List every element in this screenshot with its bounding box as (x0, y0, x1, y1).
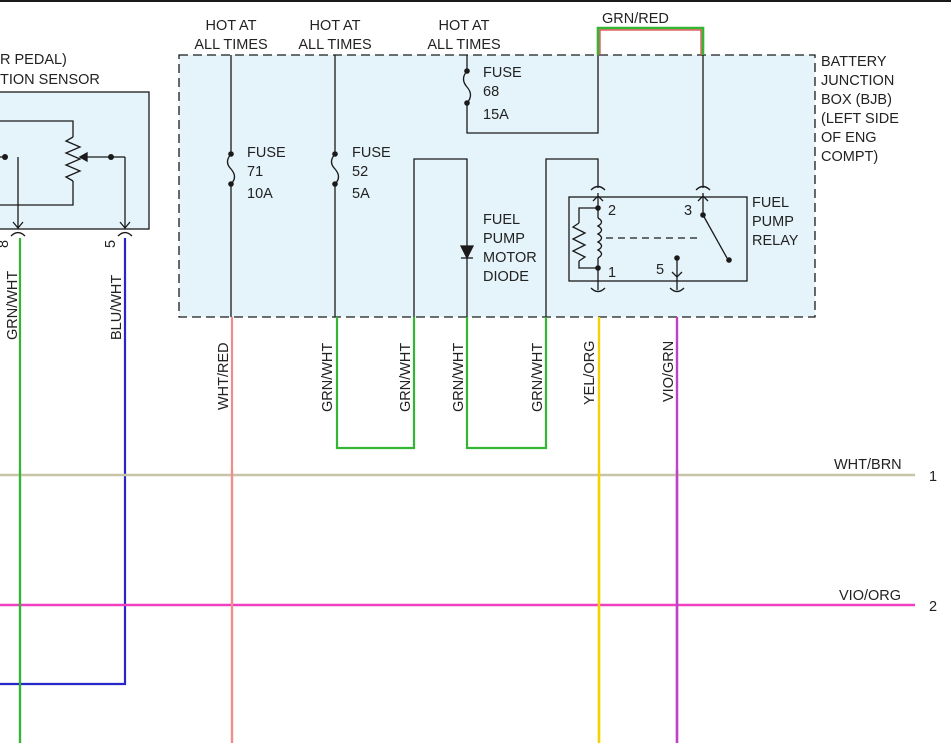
wire-label-loop1-a: GRN/WHT (320, 343, 336, 412)
hot-label-2-line2: ALL TIMES (298, 37, 371, 53)
relay-internals (571, 193, 728, 290)
wire-loop-1 (335, 317, 416, 450)
fuse-68-node-bottom (464, 100, 470, 106)
relay-pin1-label: 1 (608, 265, 616, 281)
wire-grn-red-green (596, 26, 705, 55)
sensor-title-line2: TION SENSOR (0, 72, 100, 88)
relay-connector-top-left (590, 185, 606, 191)
position-sensor-box (0, 91, 150, 230)
relay-node-pin1 (595, 265, 601, 271)
fuse-71-label: FUSE (247, 145, 286, 161)
bjb-label-line1: BATTERY (821, 54, 887, 70)
sensor-pin-left: 8 (0, 240, 12, 248)
relay-connector-bottom-right (669, 287, 685, 293)
bjb-label-line3: BOX (BJB) (821, 92, 892, 108)
bus-1-label: WHT/BRN (834, 457, 902, 473)
fuse-52-label: FUSE (352, 145, 391, 161)
wire-label-loop2-a: GRN/WHT (451, 343, 467, 412)
relay-pin3-label: 3 (684, 203, 692, 219)
wire-label-sensor-left: GRN/WHT (5, 271, 21, 340)
diode-label-line3: MOTOR (483, 250, 537, 266)
fuse-71-number: 71 (247, 164, 263, 180)
hot-label-1-line2: ALL TIMES (194, 37, 267, 53)
wire-loop-2 (465, 317, 548, 450)
relay-label-line3: RELAY (752, 233, 799, 249)
fuse-71-circuit (226, 55, 236, 317)
diode-label-line1: FUEL (483, 212, 520, 228)
wire-sensor-right (0, 238, 127, 686)
hot-label-1-line1: HOT AT (205, 18, 256, 34)
relay-connector-top-right (695, 185, 711, 191)
sensor-title-line1: R PEDAL) (0, 52, 67, 68)
sensor-node-right (108, 154, 114, 160)
bjb-label-line5: OF ENG (821, 130, 877, 146)
relay-label-line2: PUMP (752, 214, 794, 230)
wire-label-relay-pin1: YEL/ORG (582, 341, 598, 405)
fuse-71-node-bottom (228, 181, 234, 187)
bus-1-number: 1 (929, 469, 937, 485)
wire-grn-red-red (599, 29, 702, 55)
bjb-label-line6: COMPT) (821, 149, 878, 165)
relay-label-line1: FUEL (752, 195, 789, 211)
bjb-label-line4: (LEFT SIDE (821, 111, 899, 127)
wire-label-relay-pin5: VIO/GRN (661, 341, 677, 402)
fuse-52-node-bottom (332, 181, 338, 187)
wire-label-loop2-b: GRN/WHT (530, 343, 546, 412)
wire-label-sensor-right: BLU/WHT (109, 275, 125, 340)
relay-node-pin3 (700, 212, 706, 218)
hot-label-3-line1: HOT AT (438, 18, 489, 34)
relay-node-pin5 (674, 255, 680, 261)
fuse-68-number: 68 (483, 84, 499, 100)
fuse-68-rating: 15A (483, 107, 509, 123)
fuse-68-node-top (464, 68, 470, 74)
sensor-connector-left (10, 231, 26, 237)
bjb-label-line2: JUNCTION (821, 73, 894, 89)
fuse-68-label: FUSE (483, 65, 522, 81)
relay-pin2-label: 2 (608, 203, 616, 219)
sensor-connector-right (117, 231, 133, 237)
relay-node-pin2 (595, 205, 601, 211)
fuse-52-node-top (332, 151, 338, 157)
wire-label-loop1-b: GRN/WHT (398, 343, 414, 412)
bus-2-label: VIO/ORG (839, 588, 901, 604)
fuse-52-rating: 5A (352, 186, 370, 202)
hot-label-3-line2: ALL TIMES (427, 37, 500, 53)
fuse-52-number: 52 (352, 164, 368, 180)
sensor-node-left (2, 154, 8, 160)
bus-2-number: 2 (929, 599, 937, 615)
fuse-52-circuit (330, 55, 599, 317)
sensor-pin-right: 5 (103, 240, 119, 248)
diode-label-line2: PUMP (483, 231, 525, 247)
fuse-68-circuit (462, 55, 704, 188)
wire-label-grn-red: GRN/RED (602, 11, 669, 27)
fuse-71-rating: 10A (247, 186, 273, 202)
relay-pin5-label: 5 (656, 262, 664, 278)
relay-node-switch (726, 257, 732, 263)
hot-label-2-line1: HOT AT (309, 18, 360, 34)
diode-label-line4: DIODE (483, 269, 529, 285)
fuse-71-node-top (228, 151, 234, 157)
wire-label-fuse-71-out: WHT/RED (216, 342, 232, 410)
relay-connector-bottom-left (590, 287, 606, 293)
